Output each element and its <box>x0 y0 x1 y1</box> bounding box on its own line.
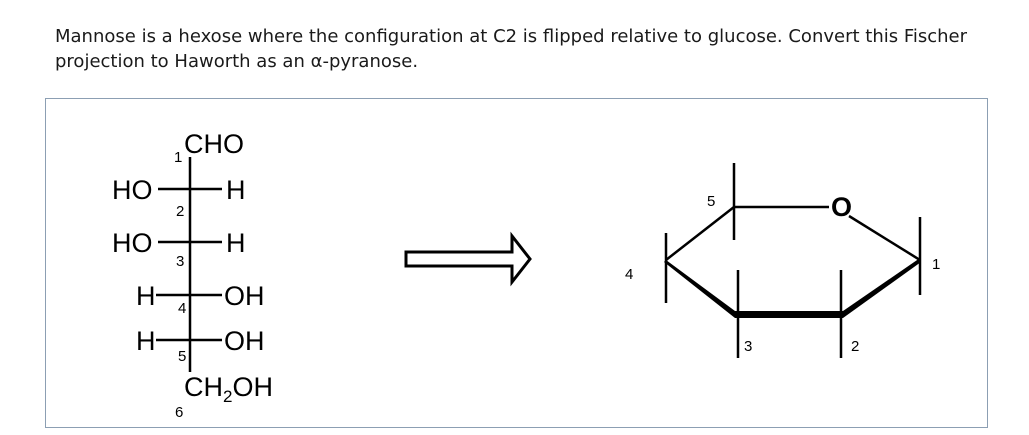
c3-number: 3 <box>176 253 184 270</box>
fischer-projection: 1 CHO HO H 2 HO H 3 H OH 4 H OH 5 CH2OH … <box>112 129 273 421</box>
c5-left-group: H <box>136 326 156 356</box>
c5-right-group: OH <box>224 326 265 356</box>
ring-bond-o-c1 <box>848 214 921 262</box>
c2-number: 2 <box>176 203 184 220</box>
c1-number: 1 <box>174 149 182 166</box>
haworth-c1-number: 1 <box>932 256 940 273</box>
c4-number: 4 <box>178 300 186 317</box>
c4-right-group: OH <box>224 281 265 311</box>
ring-oxygen-label: O <box>831 192 852 222</box>
haworth-c5-number: 5 <box>707 193 715 210</box>
prompt-line-2: projection to Haworth as an α-pyranose. <box>55 51 419 72</box>
c2-left-group: HO <box>112 175 153 205</box>
ring-bold-c3-c2 <box>735 311 843 318</box>
c3-right-group: H <box>226 228 246 258</box>
haworth-c3-number: 3 <box>744 338 752 355</box>
c2-right-group: H <box>226 175 246 205</box>
question-prompt: Mannose is a hexose where the configurat… <box>55 24 995 74</box>
haworth-c2-number: 2 <box>851 338 859 355</box>
haworth-template: O 1 2 3 4 5 <box>625 163 940 358</box>
ring-bond-c4-c5 <box>665 206 735 261</box>
c5-number: 5 <box>178 348 186 365</box>
c3-left-group: HO <box>112 228 153 258</box>
ring-wedge-c4-c3 <box>664 260 735 318</box>
c6-number: 6 <box>175 404 183 421</box>
c4-left-group: H <box>136 281 156 311</box>
top-group-label: CHO <box>184 129 244 159</box>
haworth-c4-number: 4 <box>625 266 633 283</box>
bottom-group-label: CH2OH <box>184 372 273 406</box>
prompt-line-1: Mannose is a hexose where the configurat… <box>55 26 968 47</box>
ring-wedge-c2-c1 <box>843 258 921 318</box>
open-right-arrow-icon <box>404 231 532 287</box>
